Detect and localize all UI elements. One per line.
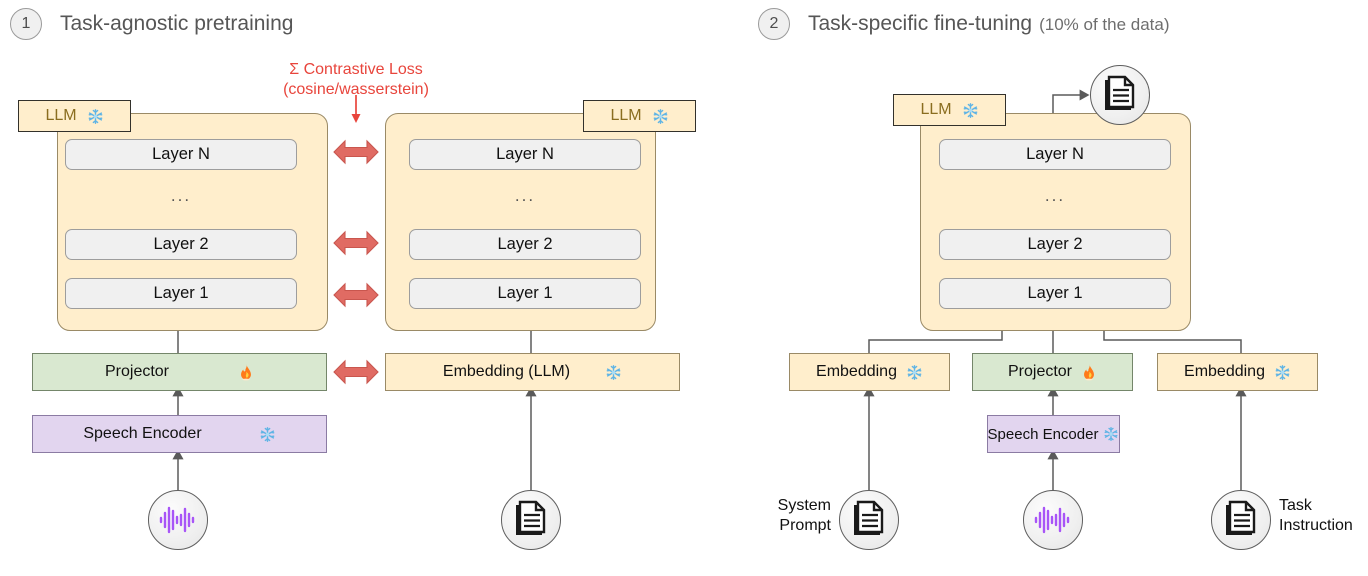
document-icon xyxy=(1105,75,1135,110)
fire-icon xyxy=(1084,363,1094,381)
system-prompt-line-1: System xyxy=(777,497,831,514)
stage2-output-icon xyxy=(1090,65,1150,125)
loss-line-1: Σ Contrastive Loss xyxy=(289,61,423,78)
stage2-projector: Projector xyxy=(972,353,1133,391)
stage2-system-prompt-icon xyxy=(839,490,899,550)
stage-1-number: 1 xyxy=(10,8,42,40)
stage1-text-layer-1: Layer 1 xyxy=(409,278,641,309)
snowflake-icon xyxy=(907,364,922,380)
loss-arrow xyxy=(351,95,361,123)
stage1-text-layer-n: Layer N xyxy=(409,139,641,170)
stage-2-heading: 2 Task-specific fine-tuning (10% of the … xyxy=(758,8,1170,40)
stage2-task-instruction-icon xyxy=(1211,490,1271,550)
stage1-embedding-llm: Embedding (LLM) xyxy=(385,353,680,391)
stage2-speech-encoder: Speech Encoder xyxy=(987,415,1120,453)
audio-waveform-icon xyxy=(159,506,195,534)
snowflake-icon xyxy=(260,426,275,442)
stage1-speech-llm-tab: LLM xyxy=(18,100,131,132)
alignment-arrows xyxy=(333,139,379,385)
stage-2-title: Task-specific fine-tuning (10% of the da… xyxy=(808,12,1170,36)
snowflake-icon xyxy=(653,108,667,124)
llm-label: LLM xyxy=(610,107,642,124)
stage1-text-ellipsis: ... xyxy=(514,186,536,205)
task-instruction-label: Task Instruction xyxy=(1279,496,1353,535)
snowflake-icon xyxy=(1105,427,1118,441)
speech-encoder-label: Speech Encoder xyxy=(987,425,1099,443)
stage1-text-llm-tab: LLM xyxy=(583,100,696,132)
snowflake-icon xyxy=(963,102,977,118)
stage2-layer-1: Layer 1 xyxy=(939,278,1171,309)
stage-1-title: Task-agnostic pretraining xyxy=(60,12,293,36)
snowflake-icon xyxy=(88,108,102,124)
snowflake-icon xyxy=(606,364,621,380)
document-icon xyxy=(1226,500,1256,535)
stage1-projector: Projector xyxy=(32,353,327,391)
stage1-speech-layer-n: Layer N xyxy=(65,139,297,170)
stage2-llm-tab: LLM xyxy=(893,94,1006,126)
audio-waveform-icon xyxy=(1034,506,1070,534)
stage2-embedding-system: Embedding xyxy=(789,353,950,391)
contrastive-loss-label: Σ Contrastive Loss (cosine/wasserstein) xyxy=(236,60,476,100)
stage-1-title-text: Task-agnostic pretraining xyxy=(60,12,294,35)
stage1-speech-encoder: Speech Encoder xyxy=(32,415,327,453)
document-icon xyxy=(516,500,546,535)
system-prompt-label: System Prompt xyxy=(755,496,831,535)
stage-2-title-text: Task-specific fine-tuning xyxy=(808,12,1033,35)
speech-encoder-label: Speech Encoder xyxy=(83,425,202,442)
embedding-label: Embedding xyxy=(816,363,897,380)
system-prompt-line-2: Prompt xyxy=(779,516,831,534)
embedding-label: Embedding xyxy=(1184,363,1265,380)
fire-icon xyxy=(241,363,251,381)
stage1-speech-layer-2: Layer 2 xyxy=(65,229,297,260)
task-instruction-line-1: Task xyxy=(1279,497,1312,514)
stage-2-subtitle: (10% of the data) xyxy=(1039,15,1170,34)
embedding-llm-label: Embedding (LLM) xyxy=(442,363,571,380)
llm-label: LLM xyxy=(920,101,952,118)
projector-label: Projector xyxy=(1007,363,1073,380)
document-icon xyxy=(854,500,884,535)
stage2-audio-input-icon xyxy=(1023,490,1083,550)
stage1-speech-ellipsis: ... xyxy=(170,186,192,205)
projector-label: Projector xyxy=(104,363,170,380)
stage-2-number: 2 xyxy=(758,8,790,40)
stage1-text-input-icon xyxy=(501,490,561,550)
stage-1-heading: 1 Task-agnostic pretraining xyxy=(10,8,293,40)
loss-line-2: (cosine/wasserstein) xyxy=(283,81,429,98)
stage2-layer-n: Layer N xyxy=(939,139,1171,170)
stage1-speech-layer-1: Layer 1 xyxy=(65,278,297,309)
stage1-audio-input-icon xyxy=(148,490,208,550)
stage2-embedding-task: Embedding xyxy=(1157,353,1318,391)
llm-label: LLM xyxy=(45,107,77,124)
stage1-text-layer-2: Layer 2 xyxy=(409,229,641,260)
task-instruction-line-2: Instruction xyxy=(1279,516,1353,534)
stage2-ellipsis: ... xyxy=(1044,186,1066,205)
snowflake-icon xyxy=(1275,364,1290,380)
stage2-layer-2: Layer 2 xyxy=(939,229,1171,260)
